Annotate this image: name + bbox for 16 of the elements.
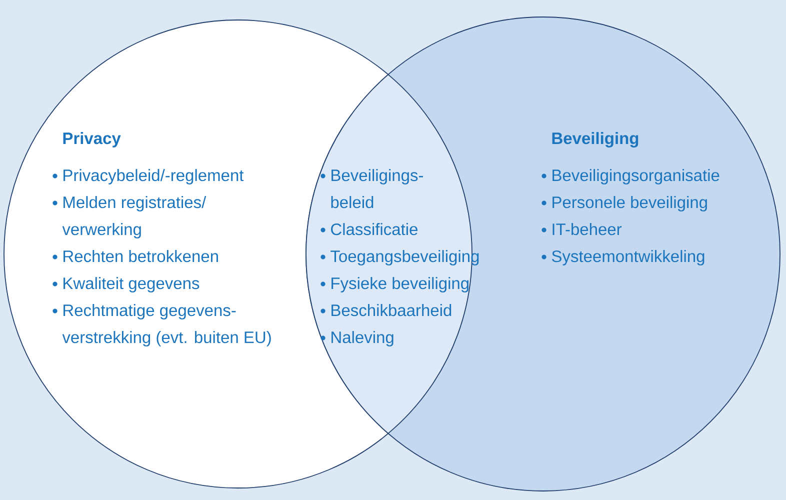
list-item: Beschikbaarheid: [332, 304, 452, 316]
heading: Beveiliging: [552, 132, 638, 148]
list-item: Classificatie: [331, 223, 418, 236]
list-item: Beveiligingsorganisatie: [552, 169, 720, 184]
list-item: Rechtmatige gegevens- verstrekking (evt. buiten EU): [62, 304, 271, 346]
list-item: Systeemontwikkeling: [552, 250, 704, 266]
list-item: Beveiligings- beleid: [331, 169, 423, 208]
list-item: Kwaliteit gegevens: [64, 277, 200, 292]
list-item: Melden registraties/ verwerking: [62, 196, 206, 238]
list-item: IT-beheer: [552, 223, 622, 236]
list-item: Naleving: [332, 331, 394, 346]
list-item: Fysieke beveiliging: [332, 277, 468, 292]
list-item: Personele beveiliging: [552, 196, 707, 212]
list-item: Rechten betrokkenen: [64, 250, 218, 262]
list-item: Privacybeleid/-reglement: [64, 169, 244, 184]
heading: Privacy: [63, 132, 121, 148]
